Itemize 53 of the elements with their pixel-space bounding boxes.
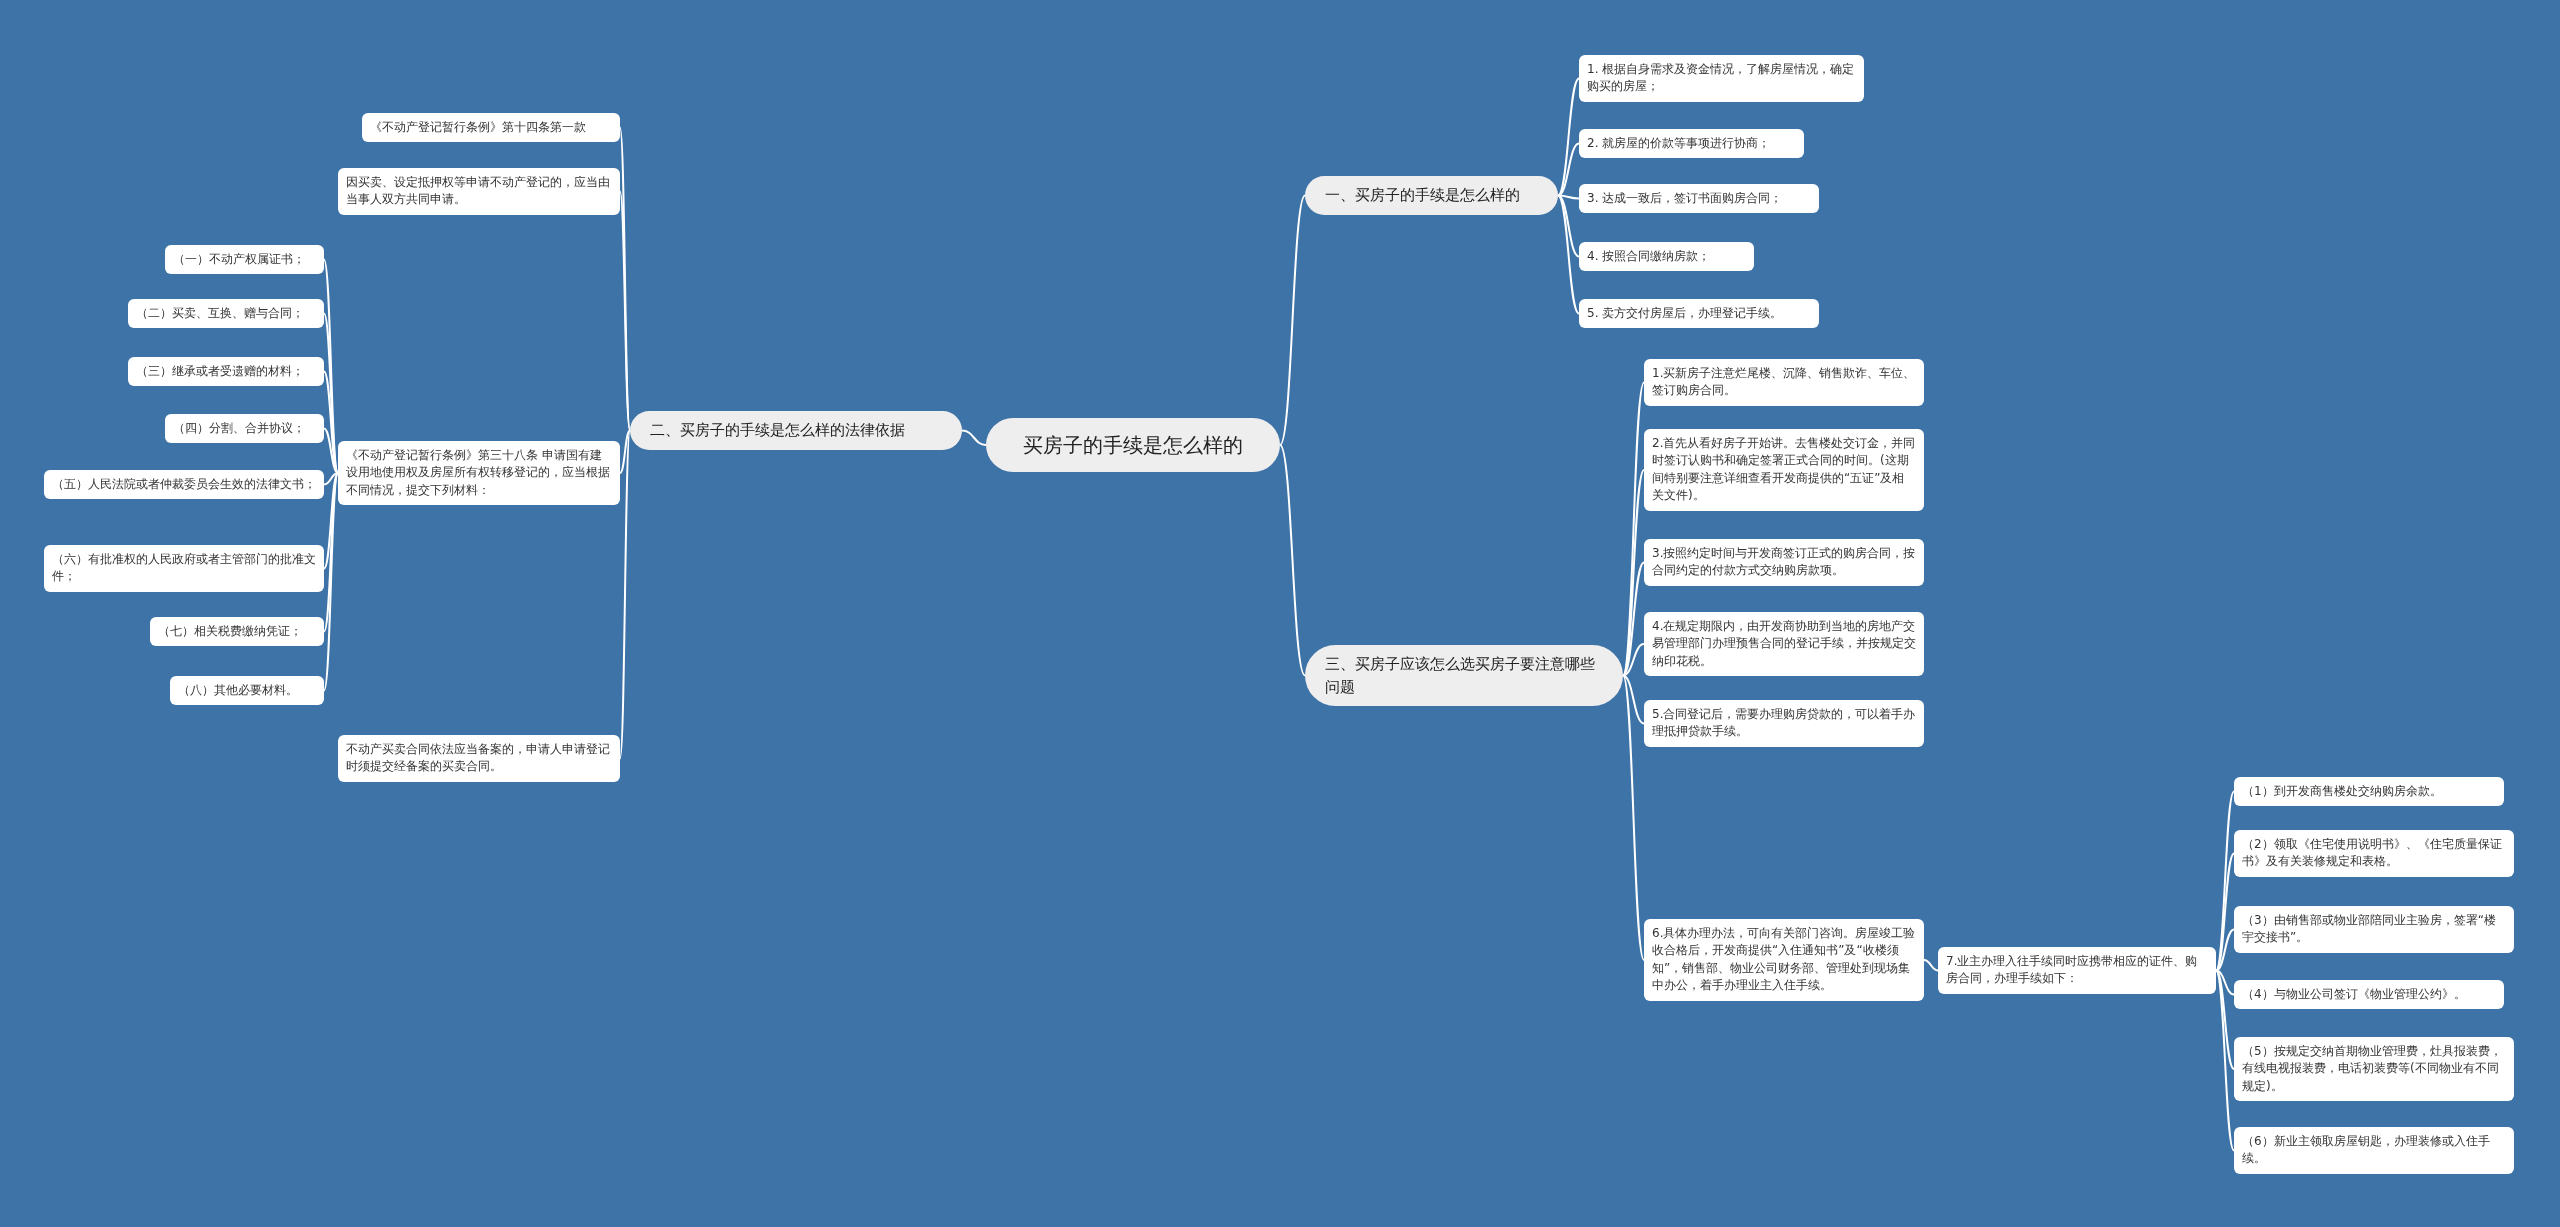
connector-line bbox=[2215, 969, 2235, 1152]
branch-topic: 二、买房子的手续是怎么样的法律依据 bbox=[630, 411, 962, 450]
leaf-topic: 1.买新房子注意烂尾楼、沉降、销售欺诈、车位、签订购房合同。 bbox=[1644, 359, 1924, 406]
connector-line bbox=[1923, 959, 1939, 972]
leaf-topic: （1）到开发商售楼处交纳购房余款。 bbox=[2234, 777, 2504, 807]
connector-line bbox=[1557, 194, 1580, 200]
leaf-topic: （6）新业主领取房屋钥匙，办理装修或入住手续。 bbox=[2234, 1127, 2514, 1174]
connector-line bbox=[323, 472, 339, 486]
leaf-topic: 1. 根据自身需求及资金情况，了解房屋情况，确定购买的房屋； bbox=[1579, 55, 1864, 102]
connector-line bbox=[1557, 142, 1580, 197]
leaf-topic: 2. 就房屋的价款等事项进行协商； bbox=[1579, 129, 1804, 159]
leaf-topic: 《不动产登记暂行条例》第三十八条 申请国有建设用地使用权及房屋所有权转移登记的，应当根据不同情况，提交下列材料： bbox=[338, 441, 620, 506]
leaf-topic: （2）领取《住宅使用说明书》、《住宅质量保证书》及有关装修规定和表格。 bbox=[2234, 830, 2514, 877]
branch-topic: 一、买房子的手续是怎么样的 bbox=[1305, 176, 1558, 215]
connector-line bbox=[323, 427, 339, 474]
connector-line bbox=[2215, 928, 2235, 972]
leaf-topic: 因买卖、设定抵押权等申请不动产登记的，应当由当事人双方共同申请。 bbox=[338, 168, 620, 215]
connector-line bbox=[1279, 194, 1306, 446]
leaf-topic: （四）分割、合并协议； bbox=[165, 414, 324, 444]
leaf-topic: （5）按规定交纳首期物业管理费，灶具报装费，有线电视报装费，电话初装费等(不同物业有不同规定)。 bbox=[2234, 1037, 2514, 1102]
leaf-topic: 7.业主办理入往手续同时应携带相应的证件、购房合同，办理手续如下： bbox=[1938, 947, 2216, 994]
leaf-topic: （八）其他必要材料。 bbox=[170, 676, 324, 706]
connector-line bbox=[1622, 561, 1645, 677]
leaf-topic: （4）与物业公司签订《物业管理公约》。 bbox=[2234, 980, 2504, 1010]
leaf-topic: 5. 卖方交付房屋后，办理登记手续。 bbox=[1579, 299, 1819, 329]
root-topic: 买房子的手续是怎么样的 bbox=[986, 418, 1280, 472]
leaf-topic: （二）买卖、互换、赠与合同； bbox=[128, 299, 324, 329]
leaf-topic: 3. 达成一致后，签订书面购房合同； bbox=[1579, 184, 1819, 214]
connector-line bbox=[1557, 77, 1580, 197]
connector-line bbox=[1279, 444, 1306, 677]
leaf-topic: （六）有批准权的人民政府或者主管部门的批准文件； bbox=[44, 545, 324, 592]
connector-line bbox=[619, 190, 631, 432]
leaf-topic: （一）不动产权属证书； bbox=[165, 245, 324, 275]
leaf-topic: （3）由销售部或物业部陪同业主验房，签署“楼宇交接书”。 bbox=[2234, 906, 2514, 953]
leaf-topic: （三）继承或者受遗赠的材料； bbox=[128, 357, 324, 387]
connector-line bbox=[2215, 969, 2235, 1070]
leaf-topic: 3.按照约定时间与开发商签订正式的购房合同，按合同约定的付款方式交纳购房款项。 bbox=[1644, 539, 1924, 586]
leaf-topic: 6.具体办理办法，可向有关部门咨询。房屋竣工验收合格后，开发商提供“入住通知书”及“收楼须知”，销售部、物业公司财务部、管理处到现场集中办公，着手办理业主入住手续。 bbox=[1644, 919, 1924, 1001]
leaf-topic: 4.在规定期限内，由开发商协助到当地的房地产交易管理部门办理预售合同的登记手续，并按规定交纳印花税。 bbox=[1644, 612, 1924, 677]
branch-topic: 三、买房子应该怎么选买房子要注意哪些问题 bbox=[1305, 645, 1623, 706]
leaf-topic: 2.首先从看好房子开始讲。去售楼处交订金，并同时签订认购书和确定签署正式合同的时间。(这期间特别要注意详细查看开发商提供的“五证”及相关文件)。 bbox=[1644, 429, 1924, 511]
leaf-topic: 4. 按照合同缴纳房款； bbox=[1579, 242, 1754, 272]
leaf-topic: 5.合同登记后，需要办理购房贷款的，可以着手办理抵押贷款手续。 bbox=[1644, 700, 1924, 747]
connector-line bbox=[619, 429, 631, 474]
leaf-topic: （七）相关税费缴纳凭证； bbox=[150, 617, 324, 647]
connector-line bbox=[1622, 674, 1645, 725]
connector-line bbox=[2215, 969, 2235, 996]
leaf-topic: 《不动产登记暂行条例》第十四条第一款 bbox=[362, 113, 620, 143]
connector-line bbox=[1622, 643, 1645, 677]
connector-line bbox=[323, 472, 339, 570]
leaf-topic: 不动产买卖合同依法应当备案的，申请人申请登记时须提交经备案的买卖合同。 bbox=[338, 735, 620, 782]
connector-line bbox=[961, 429, 987, 446]
leaf-topic: （五）人民法院或者仲裁委员会生效的法律文书； bbox=[44, 470, 324, 500]
